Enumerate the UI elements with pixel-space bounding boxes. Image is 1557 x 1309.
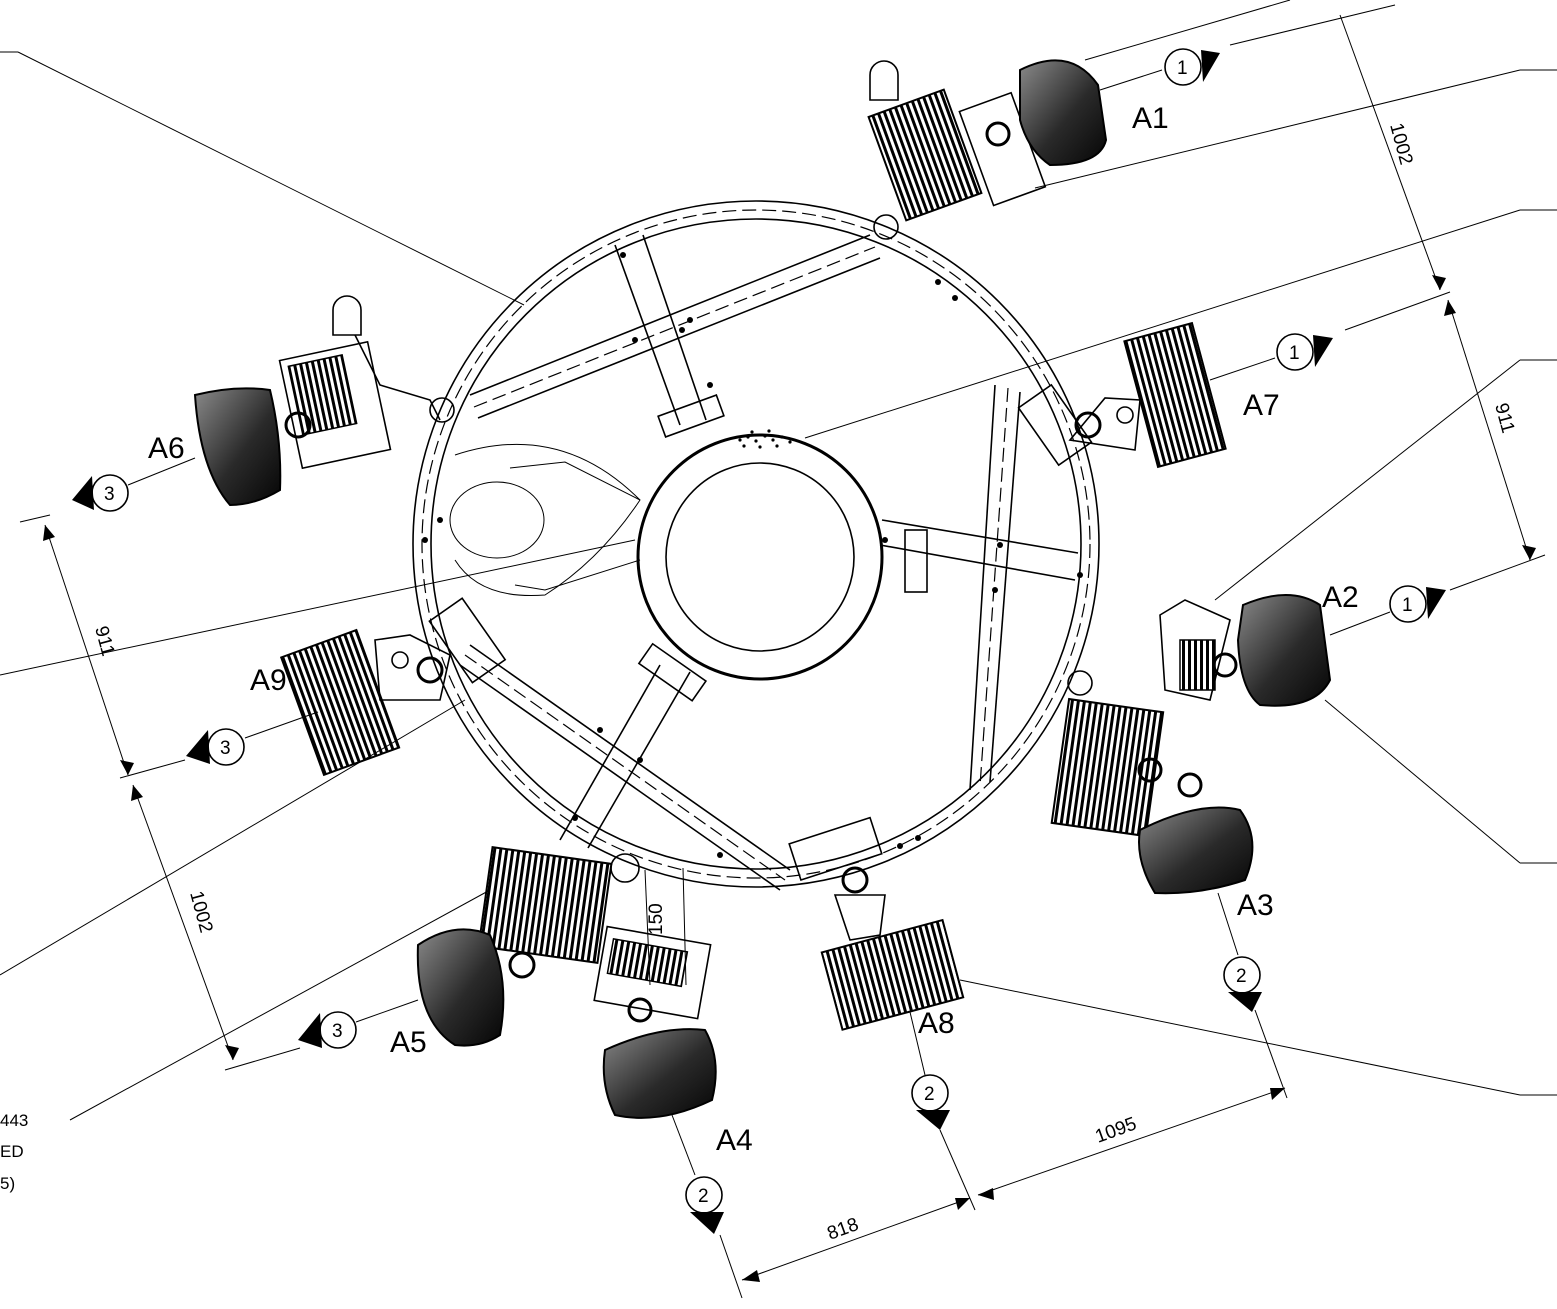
drum-texture — [738, 429, 792, 449]
label-a4: A4 — [716, 1124, 753, 1157]
svg-text:5): 5) — [0, 1174, 15, 1193]
fixture-a9 — [279, 628, 451, 777]
figure-outline — [449, 443, 641, 597]
svg-text:3: 3 — [332, 1021, 343, 1042]
leader-lines — [0, 0, 1557, 1121]
dim-bottom-right: 1095 — [1093, 1114, 1140, 1148]
bubble-3a: 3 — [72, 474, 129, 512]
fixture-a3 — [1050, 697, 1254, 895]
label-a2: A2 — [1322, 581, 1359, 614]
svg-text:1: 1 — [1289, 343, 1300, 364]
svg-text:2: 2 — [698, 1186, 709, 1207]
dimension-lines — [19, 4, 1546, 1299]
bubble-1c: 1 — [1389, 585, 1446, 623]
svg-text:2: 2 — [924, 1084, 935, 1105]
svg-text:3: 3 — [220, 738, 231, 759]
fixture-a1 — [867, 59, 1108, 240]
fixture-a6 — [193, 295, 455, 507]
label-a5: A5 — [390, 1026, 427, 1059]
dim-pipe-offset: 150 — [646, 903, 667, 935]
bubble-1a: 1 — [1164, 48, 1220, 86]
label-a9: A9 — [250, 664, 287, 697]
label-a6: A6 — [148, 432, 185, 465]
bubble-2b: 2 — [911, 1074, 950, 1130]
svg-text:443: 443 — [0, 1111, 28, 1130]
fixture-a2 — [1067, 594, 1332, 707]
bubble-2c: 2 — [685, 1176, 724, 1234]
svg-text:1: 1 — [1402, 595, 1413, 616]
side-note: 443 ED 5) — [0, 1111, 28, 1193]
dim-right-top: 1002 — [1385, 121, 1416, 167]
fixture-a7 — [1068, 321, 1227, 469]
bubble-2a: 2 — [1223, 956, 1262, 1012]
center-drum — [636, 433, 884, 681]
cross-beams — [422, 234, 1093, 891]
dim-bottom-left: 818 — [825, 1214, 862, 1245]
label-a8: A8 — [918, 1007, 955, 1040]
bubble-1b: 1 — [1276, 333, 1333, 371]
bubble-3c: 3 — [298, 1011, 357, 1049]
dim-left-low: 1002 — [185, 889, 216, 935]
dim-right-mid: 911 — [1490, 401, 1518, 436]
svg-text:3: 3 — [104, 484, 115, 505]
svg-text:ED: ED — [0, 1142, 24, 1161]
dimension-values: 1002 911 911 1002 818 1095 150 — [90, 121, 1518, 1245]
svg-text:1: 1 — [1177, 58, 1188, 79]
label-a3: A3 — [1237, 889, 1274, 922]
fixture-a5 — [416, 846, 613, 1047]
fixture-a4 — [593, 853, 717, 1119]
bubble-3b: 3 — [186, 728, 245, 766]
label-a1: A1 — [1132, 102, 1169, 135]
label-a7: A7 — [1243, 389, 1280, 422]
svg-text:2: 2 — [1236, 966, 1247, 987]
dim-left-mid: 911 — [90, 624, 118, 659]
fixture-labels: A1 A2 A3 A4 A5 A6 A7 A8 A9 — [148, 102, 1359, 1157]
truss-ring — [412, 200, 1100, 888]
callout-bubbles: 1 1 1 2 2 2 3 3 3 — [72, 48, 1446, 1234]
fixture-a8 — [820, 866, 965, 1031]
